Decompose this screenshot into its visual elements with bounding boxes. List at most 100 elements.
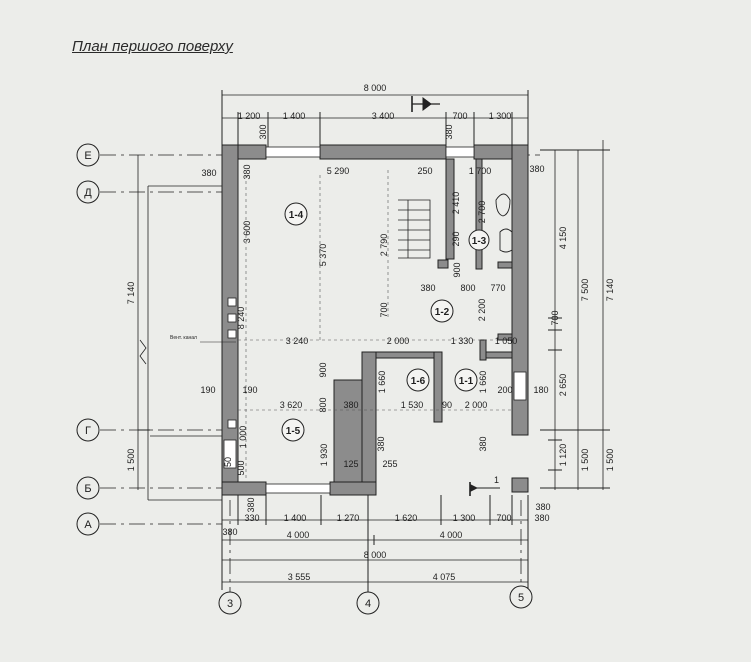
dim-bottom-4000a: 4 000 [287, 530, 310, 540]
axis-label-a: А [84, 519, 92, 531]
dim-bottom-4075: 4 075 [433, 572, 456, 582]
axis-label-e: Е [84, 150, 91, 162]
right-dimension-lines [540, 140, 610, 490]
dim-380-top-left: 380 [242, 164, 252, 179]
axis-label-3: 3 [227, 598, 233, 610]
dim-50: 50 [223, 457, 233, 467]
dim-right-7500: 7 500 [580, 279, 590, 302]
dim-1330: 1 330 [451, 336, 474, 346]
dim-2700: 2 700 [477, 201, 487, 224]
dim-900: 900 [452, 262, 462, 277]
dim-top-1: 1 200 [238, 111, 261, 121]
axis-marker-d [76, 180, 100, 204]
section-mark-label: 1 [494, 475, 499, 485]
dim-3600: 3 600 [242, 221, 252, 244]
room-1-1-label: 1-1 [459, 376, 474, 387]
dim-right-1500: 1 500 [605, 449, 615, 472]
dim-2000: 2 000 [387, 336, 410, 346]
dim-770: 770 [490, 283, 505, 293]
terrace-outline [147, 185, 222, 501]
dim-top-380: 380 [444, 124, 454, 139]
dim-2410: 2 410 [451, 192, 461, 215]
dim-700-int: 700 [379, 302, 389, 317]
interior-dim-lines [238, 170, 512, 480]
dim-900b: 900 [318, 362, 328, 377]
dim-right-380b: 380 [535, 502, 550, 512]
dim-250: 250 [417, 166, 432, 176]
dim-bottom-4000b: 4 000 [440, 530, 463, 540]
dim-bottom-1620: 1 620 [395, 513, 418, 523]
dim-800b: 800 [318, 397, 328, 412]
dim-left-1500: 1 500 [126, 449, 136, 472]
dim-290: 290 [451, 231, 461, 246]
room-1-5-label: 1-5 [286, 426, 301, 437]
dim-1000: 1 000 [238, 426, 248, 449]
dim-255: 255 [382, 459, 397, 469]
dim-380-room12: 380 [420, 283, 435, 293]
dim-1930: 1 930 [319, 444, 329, 467]
dim-1700: 1 700 [469, 166, 492, 176]
dim-1050: 1 050 [495, 336, 518, 346]
axis-marker-4 [356, 591, 380, 615]
dim-3620: 3 620 [280, 400, 303, 410]
dim-bottom-330: 330 [244, 513, 259, 523]
room-1-6-label: 1-6 [411, 376, 426, 387]
axis-label-g: Г [85, 425, 91, 437]
dim-5290: 5 290 [327, 166, 350, 176]
dim-bottom-1400: 1 400 [284, 513, 307, 523]
axis-label-4: 4 [365, 598, 371, 610]
axis-marker-e [76, 143, 100, 167]
dim-bottom-380b: 380 [534, 513, 549, 523]
room-1-4-label: 1-4 [289, 210, 304, 221]
dim-1660: 1 660 [377, 371, 387, 394]
dim-right-1120: 1 120 [558, 444, 568, 467]
dim-1530: 1 530 [401, 400, 424, 410]
walls [221, 144, 529, 496]
dim-2000b: 2 000 [465, 400, 488, 410]
dim-top-4: 700 [452, 111, 467, 121]
dim-top-3: 3 400 [372, 111, 395, 121]
dim-right-180: 180 [533, 385, 548, 395]
axis-label-d: Д [84, 187, 92, 199]
dim-200: 200 [497, 385, 512, 395]
dim-125: 125 [343, 459, 358, 469]
dim-bottom-3555: 3 555 [288, 572, 311, 582]
room-1-3-label: 1-3 [472, 236, 487, 247]
dim-380-west: 380 [201, 168, 216, 178]
dim-right-4150: 4 150 [558, 227, 568, 250]
dim-top-total: 8 000 [364, 83, 387, 93]
dim-380-room11: 380 [478, 436, 488, 451]
dim-190b: 190 [242, 385, 257, 395]
bottom-dimension-lines [221, 495, 529, 592]
dim-190a: 190 [200, 385, 215, 395]
dim-2790: 2 790 [379, 234, 389, 257]
dim-bottom-700: 700 [496, 513, 511, 523]
dim-8240: 8 240 [236, 307, 246, 330]
dim-5370: 5 370 [318, 244, 328, 267]
dim-380-south: 380 [246, 497, 256, 512]
dim-bottom-total: 8 000 [364, 550, 387, 560]
dim-3240: 3 240 [286, 336, 309, 346]
dim-500: 500 [236, 460, 246, 475]
dim-right-380a: 380 [529, 164, 544, 174]
vent-ducts [227, 297, 237, 429]
axis-markers [76, 143, 533, 615]
dim-90: 90 [442, 400, 452, 410]
vent-note: Вент. канал [170, 335, 197, 341]
dim-top-5: 1 300 [489, 111, 512, 121]
dim-2200: 2 200 [477, 299, 487, 322]
dim-right-1500b: 1 500 [580, 449, 590, 472]
axis-marker-a [76, 512, 100, 536]
dim-800: 800 [460, 283, 475, 293]
drawing-title: План першого поверху [72, 38, 233, 55]
dim-top-300: 300 [258, 124, 268, 139]
dim-right-7140: 7 140 [605, 279, 615, 302]
dim-right-700: 700 [550, 310, 560, 325]
dim-top-2: 1 400 [283, 111, 306, 121]
axis-lines [100, 154, 540, 592]
axis-label-5: 5 [518, 592, 524, 604]
dim-bottom-380a: 380 [222, 527, 237, 537]
sanitary-fixtures [495, 193, 513, 253]
